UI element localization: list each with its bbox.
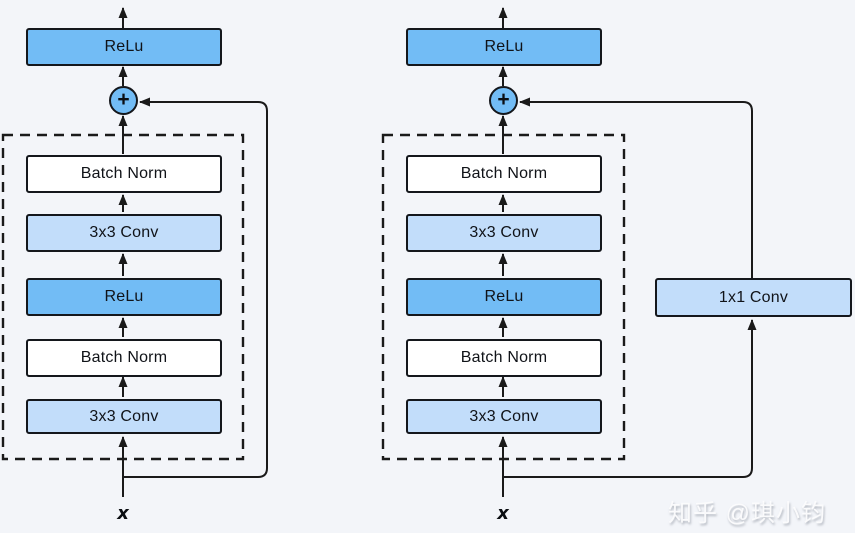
left-input-label: x — [117, 503, 129, 524]
plus-icon: + — [497, 88, 510, 111]
right-input-label: x — [497, 503, 509, 524]
left-batch-norm-1: Batch Norm — [26, 339, 222, 377]
right-sum-node: + — [489, 86, 518, 115]
shortcut-1x1-conv-block: 1x1 Conv — [655, 278, 852, 317]
left-conv-1: 3x3 Conv — [26, 399, 222, 434]
left-output-relu-block: ReLu — [26, 28, 222, 66]
right-inner-relu: ReLu — [406, 278, 602, 316]
left-inner-relu: ReLu — [26, 278, 222, 316]
right-conv-2: 3x3 Conv — [406, 214, 602, 252]
right-batch-norm-2: Batch Norm — [406, 155, 602, 193]
left-sum-node: + — [109, 86, 138, 115]
bottom-strip — [0, 533, 855, 541]
right-conv-1: 3x3 Conv — [406, 399, 602, 434]
right-output-relu-block: ReLu — [406, 28, 602, 66]
left-batch-norm-2: Batch Norm — [26, 155, 222, 193]
plus-icon: + — [117, 88, 130, 111]
left-conv-2: 3x3 Conv — [26, 214, 222, 252]
right-batch-norm-1: Batch Norm — [406, 339, 602, 377]
watermark: 知乎 @琪小钧 — [668, 500, 827, 527]
